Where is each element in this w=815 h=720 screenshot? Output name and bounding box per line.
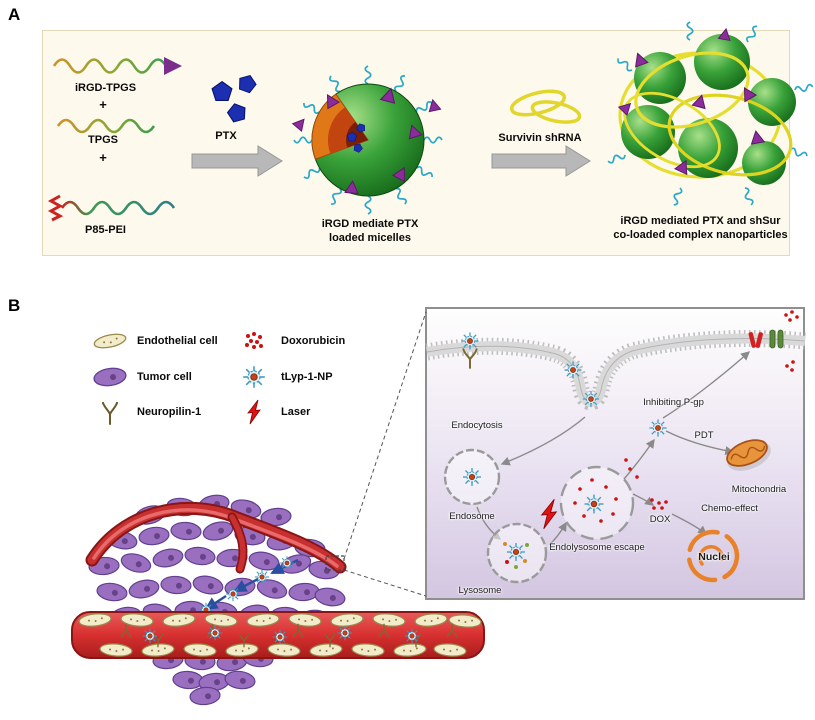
- label-mitochondria: Mitochondria: [731, 484, 787, 495]
- pgp-channel: [748, 329, 784, 349]
- ptx-micelle: [292, 65, 443, 215]
- legend-label: Tumor cell: [137, 371, 192, 383]
- neuropilin-1-icon: [101, 401, 119, 425]
- polymer-irgd-tpgs: [52, 57, 182, 75]
- plus-sign-2: +: [99, 150, 107, 165]
- panel-a-graphics: [47, 21, 815, 222]
- endolysosome-escape-vesicle: [559, 458, 639, 541]
- label-ptx: PTX: [215, 130, 237, 142]
- complex-caption-line1: iRGD mediated PTX and shSur: [620, 215, 781, 227]
- micelle-caption-line1: iRGD mediate PTX: [321, 218, 419, 230]
- cell-membrane: [425, 330, 806, 411]
- panel-b-label: B: [8, 296, 21, 315]
- mitochondria-organelle: [726, 439, 771, 471]
- label-chemo-effect: Chemo-effect: [701, 503, 758, 514]
- tlyp-1-np-icon: [243, 366, 265, 388]
- label-p85-pei: P85-PEI: [85, 224, 126, 236]
- panel-a-label: A: [8, 5, 21, 24]
- legend-label: Laser: [281, 406, 311, 418]
- legend-item-laser: Laser: [234, 398, 310, 426]
- label-dox: DOX: [649, 514, 671, 525]
- polymer-p85-pei: [47, 194, 176, 222]
- label-nuclei: Nuclei: [698, 551, 730, 563]
- plus-sign-1: +: [99, 97, 107, 112]
- label-lysosome: Lysosome: [458, 585, 502, 596]
- label-inhibiting-pgp: Inhibiting P-gp: [643, 397, 704, 408]
- label-survivin-shrna: Survivin shRNA: [498, 132, 582, 144]
- tumor-cell-icon: [93, 367, 127, 387]
- polymer-tpgs: [56, 118, 156, 134]
- endothelial-cell-icon: [93, 333, 127, 349]
- legend-item-tlyp-1-np: tLyp-1-NP: [234, 363, 333, 391]
- legend-item-neuropilin-1: Neuropilin-1: [90, 398, 201, 426]
- tumor-blood-vessel: [85, 501, 347, 574]
- label-irgd-tpgs: iRGD-TPGS: [74, 82, 137, 94]
- irgd-arrowhead: [164, 57, 182, 75]
- nuclei-ring: [686, 529, 740, 583]
- label-tpgs: TPGS: [88, 134, 118, 146]
- micelle-caption-line2: loaded micelles: [329, 232, 411, 244]
- endosome-vesicle: [443, 448, 501, 506]
- label-endocytosis: Endocytosis: [451, 420, 503, 431]
- lysosome-vesicle: [486, 522, 548, 584]
- legend-item-doxorubicin: Doxorubicin: [234, 327, 345, 355]
- laser-bolt-inset: [541, 498, 557, 530]
- laser-icon: [247, 399, 261, 425]
- complex-caption-line2: co-loaded complex nanoparticles: [613, 229, 788, 241]
- zoom-region-square: [325, 555, 345, 571]
- legend-item-endothelial-cell: Endothelial cell: [90, 327, 218, 355]
- label-pdt: PDT: [694, 430, 714, 441]
- label-endosome: Endosome: [449, 511, 495, 522]
- legend-label: Endothelial cell: [137, 335, 218, 347]
- ptx-molecules: [211, 72, 259, 124]
- main-blood-vessel: [71, 611, 485, 659]
- legend-label: Neuropilin-1: [137, 406, 202, 418]
- doxorubicin-icon: [245, 332, 263, 349]
- panel-b-graphics: [71, 310, 806, 707]
- shrna-rings: [509, 89, 582, 124]
- dox-dots: [650, 498, 668, 510]
- label-endolysosome-escape: Endolysosome escape: [549, 542, 645, 553]
- legend-item-tumor-cell: Tumor cell: [90, 363, 192, 391]
- complex-nanoparticles: [606, 21, 815, 207]
- arrow-assembly-2: [491, 145, 591, 177]
- legend-label: Doxorubicin: [281, 335, 346, 347]
- effluxed-dox-dots: [784, 310, 799, 372]
- legend-label: tLyp-1-NP: [281, 371, 333, 383]
- arrow-assembly-1: [191, 145, 283, 177]
